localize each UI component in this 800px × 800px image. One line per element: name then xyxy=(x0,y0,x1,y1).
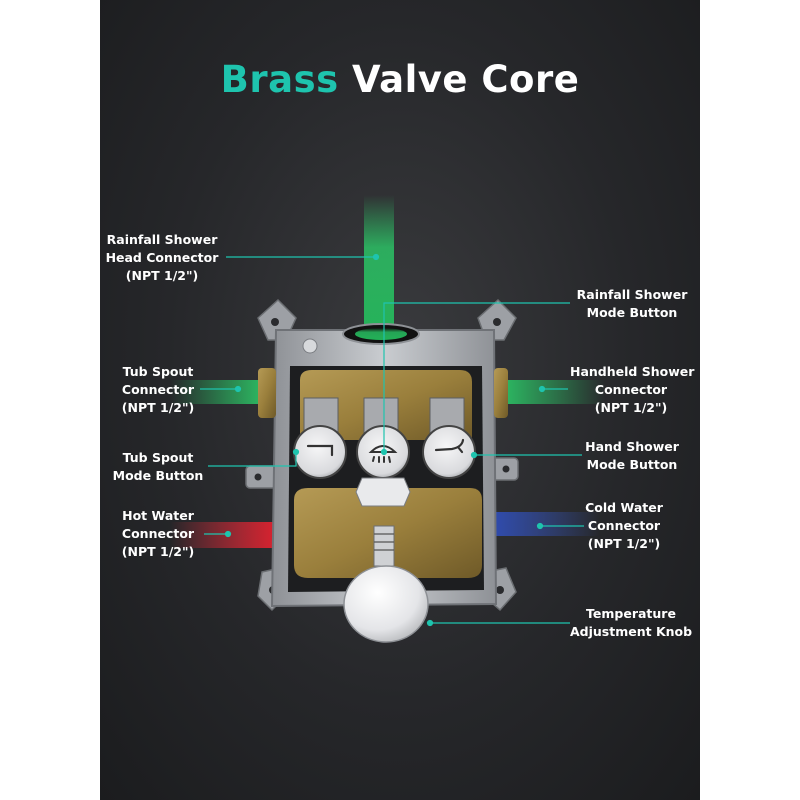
handheld-shower-connector-label: Handheld Shower Connector (NPT 1/2") xyxy=(570,363,695,417)
page-title: Brass Valve Core xyxy=(100,58,700,101)
title-accent-word: Brass xyxy=(220,58,339,101)
label-line: Head Connector xyxy=(105,250,219,265)
label-line: Adjustment Knob xyxy=(570,624,693,639)
hot-water-pipe xyxy=(170,522,280,548)
hand-shower-icon xyxy=(434,438,465,454)
cold-water-pipe xyxy=(490,512,600,536)
label-line: Hot Water xyxy=(122,508,194,523)
label-line: Connector xyxy=(121,526,195,541)
label-line: Handheld Shower xyxy=(570,364,695,379)
label-line: Mode Button xyxy=(112,468,204,483)
label-line: Mode Button xyxy=(586,305,678,320)
label-line: Connector xyxy=(587,518,661,533)
right-brass-fitting xyxy=(494,368,508,418)
label-line: Tub Spout xyxy=(122,450,194,465)
hand-shower-mode-button xyxy=(422,425,476,479)
handheld-pipe xyxy=(495,380,605,404)
tub-spout-pipe xyxy=(170,380,270,404)
hand-shower-mode-button-label: Hand Shower Mode Button xyxy=(580,438,684,474)
hex-nut xyxy=(355,477,411,507)
label-line: (NPT 1/2") xyxy=(121,400,195,415)
label-line: (NPT 1/2") xyxy=(125,268,199,283)
label-line: Rainfall Shower xyxy=(576,287,688,302)
rainfall-pipe xyxy=(364,195,394,345)
tub-spout-connector-label: Tub Spout Connector (NPT 1/2") xyxy=(110,363,206,417)
label-line: Temperature xyxy=(586,606,676,621)
label-line: (NPT 1/2") xyxy=(587,536,661,551)
title-rest-words: Valve Core xyxy=(352,58,580,101)
hot-water-connector-label: Hot Water Connector (NPT 1/2") xyxy=(112,507,204,561)
label-line: Connector xyxy=(594,382,668,397)
tub-spout-mode-button-label: Tub Spout Mode Button xyxy=(108,449,208,485)
label-line: Mode Button xyxy=(586,457,678,472)
left-brass-fitting xyxy=(258,368,276,418)
label-line: Connector xyxy=(121,382,195,397)
rainfall-head-connector-label: Rainfall Shower Head Connector (NPT 1/2"… xyxy=(104,231,220,285)
cold-water-connector-label: Cold Water Connector (NPT 1/2") xyxy=(578,499,670,553)
label-line: Tub Spout xyxy=(122,364,194,379)
tub-spout-mode-button xyxy=(293,425,347,479)
temperature-knob-label: Temperature Adjustment Knob xyxy=(570,605,692,641)
label-line: (NPT 1/2") xyxy=(121,544,195,559)
rainfall-mode-button-label: Rainfall Shower Mode Button xyxy=(574,286,690,322)
label-line: Rainfall Shower xyxy=(106,232,218,247)
tub-spout-icon xyxy=(306,444,334,457)
leader-lines xyxy=(200,253,584,627)
temperature-knob xyxy=(343,565,429,643)
label-line: Cold Water xyxy=(585,500,663,515)
label-line: Hand Shower xyxy=(585,439,679,454)
label-line: (NPT 1/2") xyxy=(594,400,668,415)
